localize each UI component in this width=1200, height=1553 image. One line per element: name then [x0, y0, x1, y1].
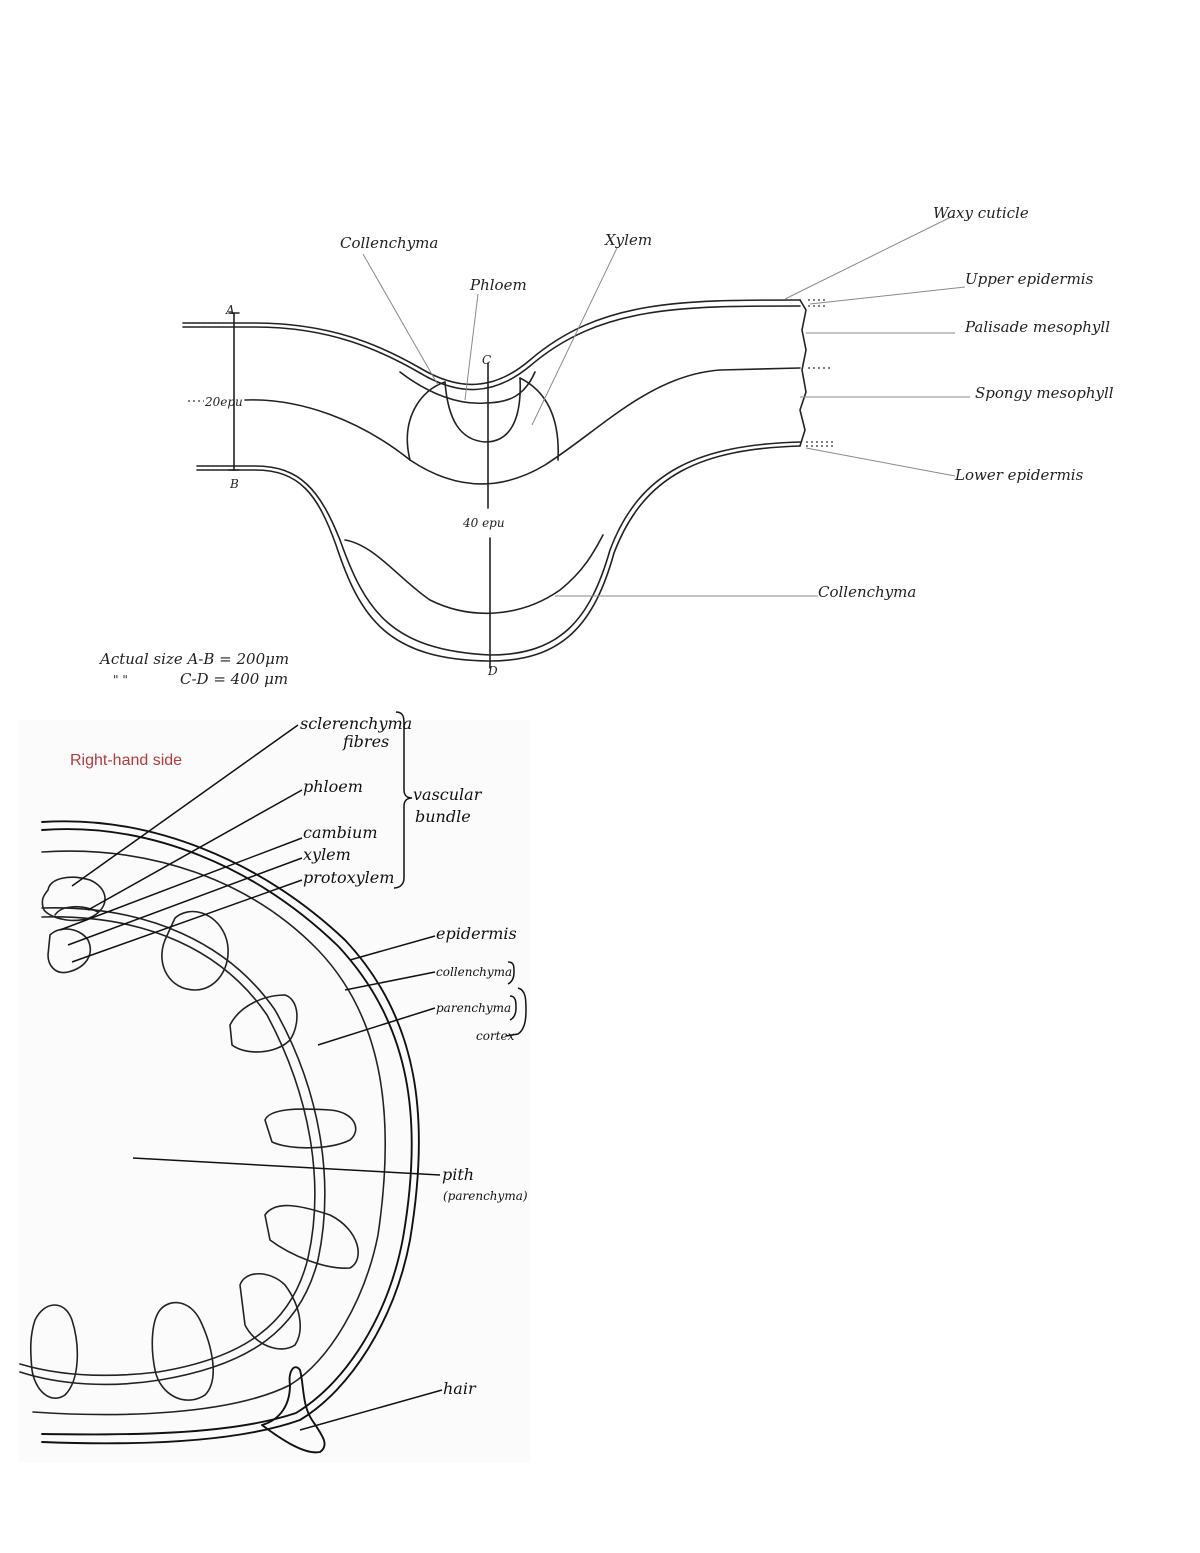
collenchyma-boundary [32, 850, 387, 1416]
label-collenchyma-bottom: collenchyma [436, 965, 512, 979]
label-protoxylem: protoxylem [303, 868, 394, 887]
leader-lower-epidermis [805, 447, 956, 477]
vascular-bundle-1-phloem [54, 905, 99, 916]
label-cambium: cambium [303, 823, 378, 842]
label-bundle: bundle [415, 807, 471, 826]
label-parenchyma: parenchyma [436, 1001, 511, 1015]
right-dash-upper [808, 299, 828, 307]
brace-parenchyma [509, 995, 517, 1021]
vascular-bundle-9 [29, 1304, 79, 1399]
label-point-c: C [482, 353, 491, 367]
leader-protoxylem [71, 879, 303, 963]
leader-epidermis [349, 935, 436, 961]
label-upper-epidermis: Upper epidermis [965, 270, 1094, 288]
brace-vascular-bundle [393, 711, 413, 889]
vascular-bundle-4 [229, 994, 298, 1053]
actual-size-line-2: C-D = 400 μm [180, 670, 288, 688]
leader-xylem [67, 857, 303, 946]
leader-collenchyma [344, 971, 436, 991]
stem-section-labels: Right-hand side sclerenchyma fibres phlo… [70, 714, 528, 1398]
vascular-bundle-3 [161, 910, 229, 991]
label-vascular: vascular [413, 785, 483, 804]
label-scale-ab: 20epu [204, 395, 243, 409]
leaf-section-drawing [182, 214, 970, 669]
label-epidermis: epidermis [436, 924, 517, 943]
label-point-a: A [225, 303, 235, 317]
label-hair: hair [443, 1379, 477, 1398]
vascular-bundle-8 [151, 1301, 214, 1401]
leader-hair [299, 1389, 443, 1431]
leader-pith [132, 1157, 441, 1176]
lower-epidermis-outer [196, 441, 801, 656]
upper-epidermis-outer [182, 299, 801, 386]
leader-phloem [464, 293, 479, 401]
phloem-xylem-boundary [444, 377, 521, 443]
label-pith-parenchyma: (parenchyma) [443, 1189, 528, 1203]
right-edge-cut [799, 299, 807, 447]
label-point-b: B [229, 477, 239, 491]
leader-phloem [87, 789, 303, 911]
label-scale-cd: 40 epu [462, 516, 505, 530]
label-cortex: cortex [476, 1029, 515, 1043]
epidermis-inner [41, 828, 413, 1436]
epidermis-outer [41, 820, 420, 1445]
epidermal-hair [261, 1366, 326, 1454]
brace-cortex [505, 987, 527, 1037]
leader-waxy-cuticle [784, 214, 956, 300]
leader-sclerenchyma [71, 724, 299, 887]
lower-collenchyma-boundary [344, 534, 604, 615]
leader-parenchyma [317, 1007, 436, 1046]
leaf-section-labels: Waxy cuticle Collenchyma Xylem Phloem Up… [98, 204, 1114, 688]
scale-bar-cd [487, 362, 491, 669]
label-fibres: fibres [342, 732, 389, 751]
label-phloem-bottom: phloem [303, 777, 363, 796]
lower-epidermis-inner [196, 445, 801, 662]
vascular-bundle-5 [264, 1108, 357, 1149]
collenchyma-cap [399, 371, 536, 405]
vascular-bundle-6 [264, 1204, 359, 1269]
label-waxy-cuticle: Waxy cuticle [933, 204, 1029, 222]
caption-right-hand-side: Right-hand side [70, 752, 182, 769]
label-collenchyma-top: Collenchyma [340, 234, 438, 252]
leader-collenchyma-top [362, 253, 439, 386]
actual-size-ditto: " " [113, 673, 128, 687]
label-palisade-mesophyll: Palisade mesophyll [964, 318, 1110, 336]
vascular-bundle-1 [41, 876, 106, 922]
palisade-spongy-boundary [244, 367, 801, 485]
label-xylem-bottom: xylem [303, 845, 351, 864]
vascular-bundle-7 [239, 1272, 301, 1350]
label-point-d: D [487, 664, 498, 678]
leader-upper-epidermis [809, 286, 966, 305]
bottom-drawing-background [18, 720, 530, 1462]
vascular-ring-inner [19, 916, 316, 1377]
label-spongy-mesophyll: Spongy mesophyll [975, 384, 1114, 402]
vascular-bundle-2 [47, 928, 92, 974]
label-lower-epidermis: Lower epidermis [954, 466, 1084, 484]
label-collenchyma-bottom: Collenchyma [818, 583, 916, 601]
label-xylem-top: Xylem [604, 231, 652, 249]
stem-section-drawing [19, 711, 527, 1454]
left-dash-upper [183, 322, 225, 328]
leader-cambium [59, 837, 303, 931]
label-phloem-top: Phloem [469, 276, 527, 294]
left-dash-lower [197, 465, 233, 471]
label-sclerenchyma: sclerenchyma [300, 714, 412, 733]
vascular-ring-outer [19, 907, 326, 1386]
upper-epidermis-inner [182, 305, 801, 391]
leader-xylem [531, 247, 618, 426]
right-dash-lower [806, 441, 836, 447]
brace-collenchyma [507, 961, 515, 985]
label-pith: pith [442, 1165, 474, 1184]
actual-size-line-1: Actual size A-B = 200μm [98, 650, 289, 668]
